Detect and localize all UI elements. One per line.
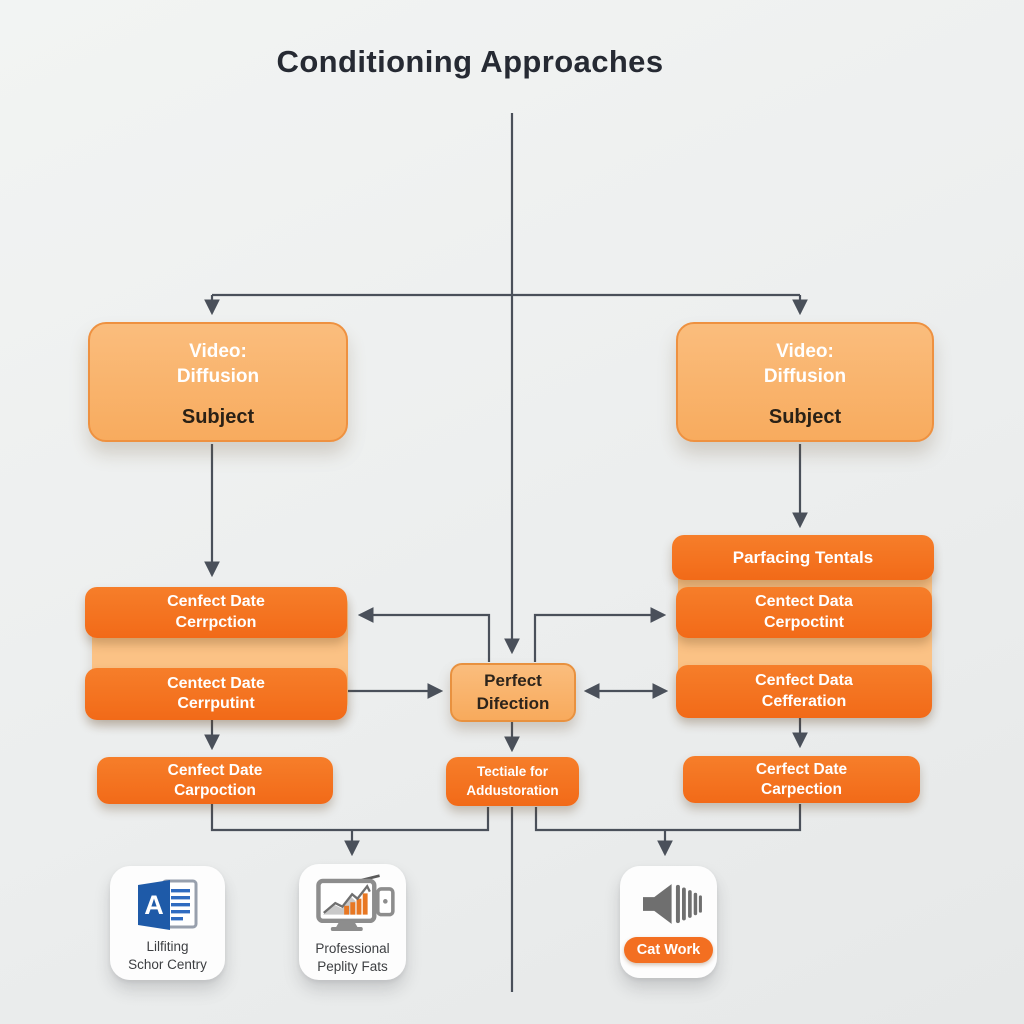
- node-center-output: Tectiale for Addustoration: [446, 757, 579, 806]
- node-right-stack-1: Centect Data Cerpoctint: [676, 587, 932, 638]
- card-label: Professional Peplity Fats: [315, 940, 389, 975]
- card-label: Lilfiting Schor Centry: [128, 938, 207, 973]
- node-label: Video:: [776, 340, 834, 362]
- card-word-document: A Lilfiting Schor Centry: [110, 866, 225, 980]
- word-document-icon: A: [137, 879, 197, 930]
- node-label: Cerrpction: [175, 613, 257, 631]
- node-label: Difection: [476, 693, 550, 713]
- card-analytics-monitor: Professional Peplity Fats: [299, 864, 406, 980]
- card-audio-speaker: Cat Work: [620, 866, 717, 978]
- node-label: Carpoction: [174, 781, 256, 799]
- node-right-stack-header: Parfacing Tentals: [672, 535, 934, 580]
- card-label-line: Lilfiting: [146, 939, 189, 954]
- node-label: Addustoration: [466, 782, 559, 798]
- audio-speaker-icon: [642, 884, 702, 924]
- node-label: Parfacing Tentals: [732, 547, 874, 567]
- arrow-hub-to-right-stack: [533, 607, 667, 662]
- cat-work-badge: Cat Work: [623, 937, 714, 963]
- card-label-line: Professional: [315, 941, 390, 956]
- node-left-stack-1: Cenfect Date Cerrpction: [85, 587, 347, 638]
- node-label: Carpection: [761, 780, 842, 798]
- node-right-video-diffusion: Video: Diffusion Subject: [676, 322, 934, 442]
- node-label: Video:: [189, 340, 247, 362]
- node-left-stack-2: Centect Date Cerrputint: [85, 668, 347, 720]
- node-sublabel: Subject: [181, 406, 255, 429]
- analytics-monitor-icon: [315, 874, 395, 932]
- node-label: Tectiale for: [476, 764, 549, 780]
- card-label-line: Schor Centry: [128, 956, 207, 972]
- arrow-hub-to-left-stack: [357, 607, 491, 662]
- node-right-bottom: Cerfect Date Carpection: [683, 756, 920, 803]
- node-left-video-diffusion: Video: Diffusion Subject: [88, 322, 348, 442]
- card-label-line: Peplity Fats: [317, 958, 388, 974]
- node-label: Centect Data: [755, 593, 853, 611]
- node-right-stack-2: Cenfect Data Cefferation: [676, 665, 932, 718]
- node-label: Diffusion: [176, 366, 260, 387]
- node-label: Perfect: [484, 671, 542, 691]
- node-left-bottom: Cenfect Date Carpoction: [97, 757, 333, 804]
- node-label: Cefferation: [761, 692, 847, 710]
- node-label: Diffusion: [763, 366, 847, 387]
- node-label: Cerpoctint: [764, 613, 844, 631]
- bottom-right-elbow-line: [534, 804, 802, 832]
- node-sublabel: Subject: [768, 406, 842, 429]
- node-label: Cerrputint: [177, 695, 255, 712]
- node-label: Cenfect Data: [755, 672, 853, 690]
- word-letter: A: [144, 890, 164, 920]
- node-label: Cenfect Date: [167, 593, 265, 611]
- node-label: Centect Date: [167, 674, 265, 692]
- node-center-hub: Perfect Difection: [450, 663, 576, 722]
- bottom-left-elbow-line: [210, 803, 490, 832]
- node-label: Cerfect Date: [755, 760, 848, 778]
- page-title: Conditioning Approaches: [276, 44, 664, 79]
- node-label: Cenfect Date: [167, 761, 263, 779]
